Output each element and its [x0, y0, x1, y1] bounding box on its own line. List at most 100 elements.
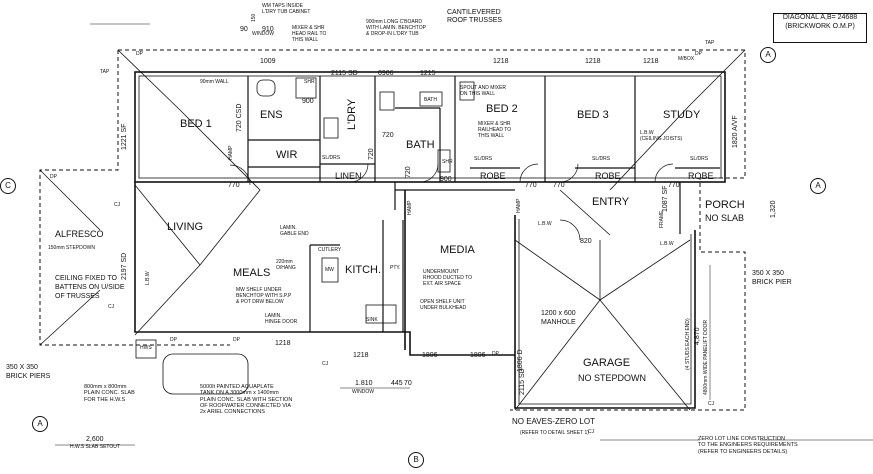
room-label-bath-small: BATH: [424, 97, 437, 103]
sl-drs-3: SL/DRS: [592, 156, 611, 162]
fixtures: [135, 77, 475, 395]
note-hws-slab: 800mm x 800mm PLAIN CONC. SLAB FOR THE H…: [84, 384, 135, 403]
room-label-kitchen: KITCH.: [345, 264, 382, 276]
note-cutlery: CUTLERY: [318, 247, 342, 253]
dim-2600: 2,600: [86, 436, 104, 443]
window-label-top: WINDOW: [252, 31, 274, 37]
diagonal-line2: (BRICKWORK O.M.P): [785, 22, 855, 30]
dim-90: 90: [240, 26, 248, 33]
grid-bubble-a-top: A: [760, 47, 776, 63]
dim-2115-sd: 2115 SD: [331, 70, 358, 77]
room-label-living: LIVING: [167, 221, 204, 233]
dim-1215: 1215: [420, 70, 436, 77]
dim-0906: 0906: [378, 70, 394, 77]
dim-445: 445: [391, 380, 403, 387]
note-ceiling-fixed: CEILING FIXED TO BATTENS ON U/SIDE OF TR…: [55, 275, 125, 300]
dp-label-5: DP: [492, 351, 499, 357]
note-studs: (4 STUDS EACH END): [685, 318, 691, 370]
dim-4870: 4,870: [694, 327, 701, 345]
dim-770-d: 770: [668, 182, 680, 189]
lbw-label-garage: L.B.W: [660, 241, 674, 247]
note-lamin-hinge: LAMIN. HINGE DOOR: [265, 313, 298, 325]
dim-1218-e: 1218: [643, 58, 659, 65]
dp-label-1: DP: [136, 51, 143, 57]
cj-label-4: CJ: [588, 429, 595, 435]
dim-900-b: 900: [440, 176, 452, 183]
dim-150: 150: [251, 13, 257, 22]
dim-720-d: 720: [405, 166, 412, 178]
mw-label: MW: [325, 267, 334, 273]
dp-label-4: DP: [170, 337, 177, 343]
room-label-media: MEDIA: [440, 244, 475, 256]
grid-bubble-c: C: [0, 178, 16, 194]
room-label-study: STUDY: [663, 109, 701, 121]
note-mw-shelf: MW SHELF UNDER BENCHTOP WITH S.P.P & POT…: [236, 287, 292, 305]
note-wm-taps: WM TAPS INSIDE L'DRY TUB CABINET: [262, 3, 311, 15]
door-swings: [229, 163, 674, 241]
grid-bubble-a-bottom: A: [32, 416, 48, 432]
dp-label-2: DP: [695, 51, 702, 57]
dim-2197-sd: 2197 SD: [121, 252, 128, 280]
diagonal-line1: DIAGONAL A,B= 24688: [782, 14, 858, 21]
robe-label-2: ROBE: [595, 171, 621, 181]
porch-note: NO SLAB: [705, 213, 745, 223]
note-cupboard: 900mm LONG C'BOARD WITH LAMIN. BENCHTOP …: [366, 19, 426, 37]
dim-1320: 1,320: [770, 200, 777, 218]
room-label-ens: ENS: [260, 109, 283, 121]
hamp-label-3: HAMP: [516, 198, 522, 213]
grid-bubble-a-right: A: [810, 178, 826, 194]
room-label-entry: ENTRY: [592, 196, 630, 208]
note-undermount: UNDERMOUNT RHOOD DUCTED TO EXT. AIR SPAC…: [423, 269, 472, 287]
lbw-label-entry: L.B.W: [538, 221, 552, 227]
window-label-bottom: WINDOW: [352, 389, 374, 395]
hws-label: HWS: [140, 345, 152, 351]
room-label-bath: BATH: [406, 139, 435, 151]
frame-label: FRAME: [659, 210, 665, 229]
garage-note: NO STEPDOWN: [578, 373, 647, 383]
eaves-line: [118, 49, 746, 411]
sink-label: SINK: [366, 317, 378, 323]
hamp-label-2: HAMP: [407, 200, 413, 215]
dim-720-c: 720: [368, 148, 375, 160]
note-no-eaves-ref: (REFER TO DETAIL SHEET 1): [520, 430, 589, 436]
dim-1806-b: 1806: [470, 352, 486, 359]
room-label-garage: GARAGE: [583, 357, 631, 369]
tap-label-2: TAP: [705, 40, 715, 46]
cj-label-3: CJ: [322, 361, 329, 367]
internal-walls: [247, 76, 720, 332]
external-walls: [134, 71, 726, 409]
pantry-label: PTY.: [390, 265, 401, 271]
sl-drs-1: SL/DRS: [322, 155, 341, 161]
dim-720-b: 720: [382, 132, 394, 139]
dim-1087-sf: 1087 SF: [662, 185, 669, 212]
room-label-meals: MEALS: [233, 267, 271, 279]
sl-drs-4: SL/DRS: [690, 156, 709, 162]
room-label-ldry: L'DRY: [346, 98, 358, 130]
room-label-alfresco: ALFRESCO: [55, 229, 104, 239]
room-label-linen: LINEN: [335, 171, 362, 181]
cj-label-5: CJ: [708, 401, 715, 407]
dim-2115-sd-b: 2115 SD: [519, 368, 526, 395]
room-label-bed3: BED 3: [577, 109, 609, 121]
dim-770-a: 770: [228, 182, 240, 189]
alfresco-note: 150mm STEPDOWN: [48, 245, 95, 251]
dim-900-a: 900: [302, 98, 314, 105]
note-aquaplate: 5000lt PAINTED AQUAPLATE TANK ON A 3000m…: [200, 384, 293, 416]
dim-1810: 1.810: [355, 380, 373, 387]
dim-1221-sf: 1221 SF: [121, 123, 128, 150]
dp-label-6: DP: [233, 337, 240, 343]
dim-1820-avf: 1820 A/VF: [732, 115, 739, 148]
note-no-eaves: NO EAVES-ZERO LOT: [512, 417, 595, 426]
shr-label-1: SHR: [304, 79, 315, 85]
note-garage-door: 4800mm WIDE PANELIFT DOOR: [703, 319, 709, 395]
room-label-bed1: BED 1: [180, 118, 212, 130]
robe-label-1: ROBE: [480, 171, 506, 181]
cj-label-1: CJ: [114, 202, 121, 208]
dim-1009: 1009: [260, 58, 276, 65]
sl-drs-2: SL/DRS: [474, 156, 493, 162]
room-label-porch: PORCH: [705, 199, 745, 211]
dim-1218-c: 1218: [275, 340, 291, 347]
shr-label-2: SHR: [442, 159, 453, 165]
grid-bubble-b: B: [408, 452, 424, 468]
